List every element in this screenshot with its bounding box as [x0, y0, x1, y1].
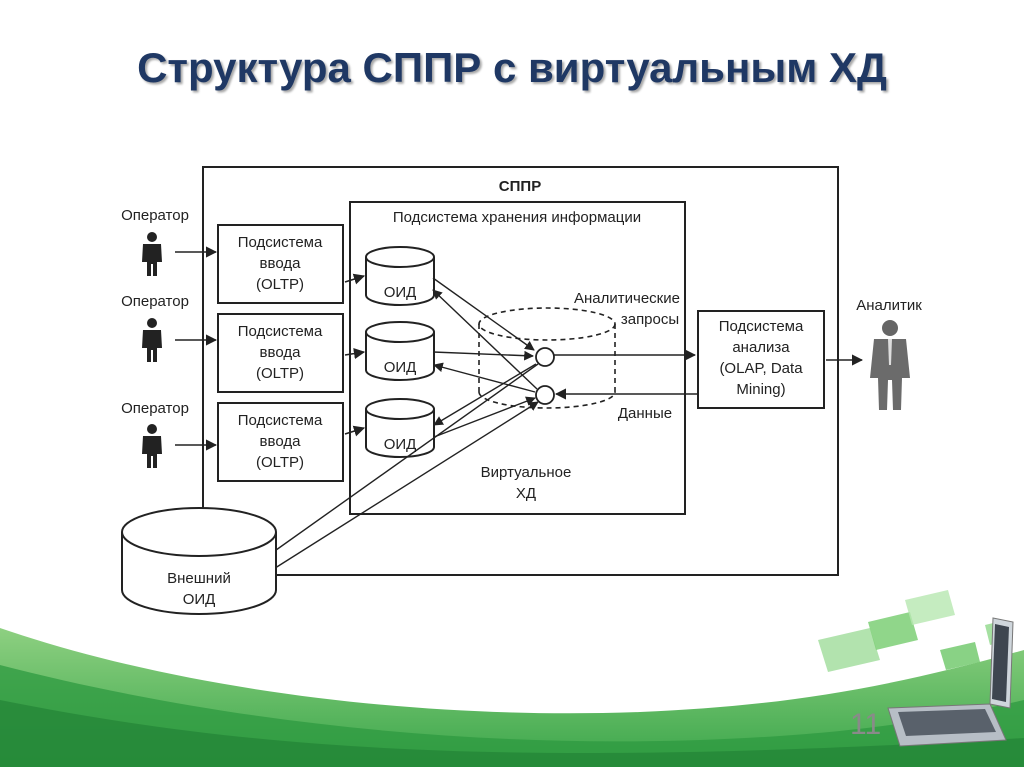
input-subsystem-label: Подсистема	[238, 323, 323, 340]
arrow	[433, 363, 537, 426]
dss-label: СППР	[499, 178, 541, 195]
operator-label: Оператор	[121, 400, 189, 417]
operator-3: Оператор	[121, 400, 189, 468]
analysis-subsystem-label: анализа	[732, 339, 790, 356]
analyst-label: Аналитик	[856, 297, 922, 314]
operator-label: Оператор	[121, 293, 189, 310]
analytic-queries-label: запросы	[621, 311, 679, 328]
operator-label: Оператор	[121, 207, 189, 224]
arrow	[432, 350, 534, 361]
analytic-queries-label: Аналитические	[574, 290, 680, 307]
green-wave-decoration	[0, 628, 1024, 767]
person-icon	[142, 318, 162, 362]
input-subsystem-label: Подсистема	[238, 234, 323, 251]
input-subsystem-label: Подсистема	[238, 412, 323, 429]
input-subsystem-label: ввода	[260, 433, 302, 450]
person-icon	[142, 424, 162, 468]
oid-database-2: ОИД	[365, 321, 435, 381]
arrow	[433, 362, 536, 393]
oid-label: ОИД	[384, 284, 417, 301]
data-node	[535, 385, 555, 405]
arrow	[433, 396, 536, 438]
oid-database-1: ОИД	[365, 246, 435, 306]
input-subsystem-3: Подсистема ввода (OLTP)	[217, 402, 344, 482]
input-subsystem-label: (OLTP)	[256, 365, 304, 382]
storage-subsystem-label: Подсистема хранения информации	[393, 209, 641, 226]
input-subsystem-label: (OLTP)	[256, 276, 304, 293]
external-oid-label: ОИД	[183, 591, 216, 608]
input-subsystem-1: Подсистема ввода (OLTP)	[217, 224, 344, 304]
input-subsystem-label: (OLTP)	[256, 454, 304, 471]
analysis-subsystem-label: (OLAP, Data	[719, 360, 803, 377]
slide-title: Структура СППР с виртуальным ХД	[137, 44, 887, 91]
arrow	[432, 289, 538, 390]
arrow	[344, 273, 366, 285]
virtual-dw-label: Виртуальное	[481, 464, 572, 481]
virtual-dw-cylinder	[478, 307, 616, 409]
analysis-subsystem: Подсистема анализа (OLAP, Data Mining)	[697, 310, 825, 409]
analysis-subsystem-label: Mining)	[736, 381, 785, 398]
analyst-icon	[870, 320, 910, 410]
laptop-email-decoration	[818, 590, 1014, 747]
data-label: Данные	[618, 405, 672, 422]
query-node	[535, 347, 555, 367]
external-oid-label: Внешний	[167, 570, 231, 587]
virtual-dw-label: ХД	[516, 485, 536, 502]
page-number: 11	[850, 708, 882, 741]
oid-label: ОИД	[384, 359, 417, 376]
external-oid-database: Внешний ОИД	[121, 507, 277, 615]
input-subsystem-label: ввода	[260, 255, 302, 272]
input-subsystem-label: ввода	[260, 344, 302, 361]
operator-2: Оператор	[121, 293, 189, 362]
arrow	[344, 425, 366, 437]
operator-1: Оператор	[121, 207, 189, 276]
arrow	[271, 401, 539, 571]
person-icon	[142, 232, 162, 276]
oid-database-3: ОИД	[365, 398, 435, 458]
arrow	[261, 363, 539, 561]
arrow	[344, 348, 366, 360]
oid-label: ОИД	[384, 436, 417, 453]
analysis-subsystem-label: Подсистема	[719, 318, 804, 335]
input-subsystem-2: Подсистема ввода (OLTP)	[217, 313, 344, 393]
arrow	[432, 277, 535, 351]
